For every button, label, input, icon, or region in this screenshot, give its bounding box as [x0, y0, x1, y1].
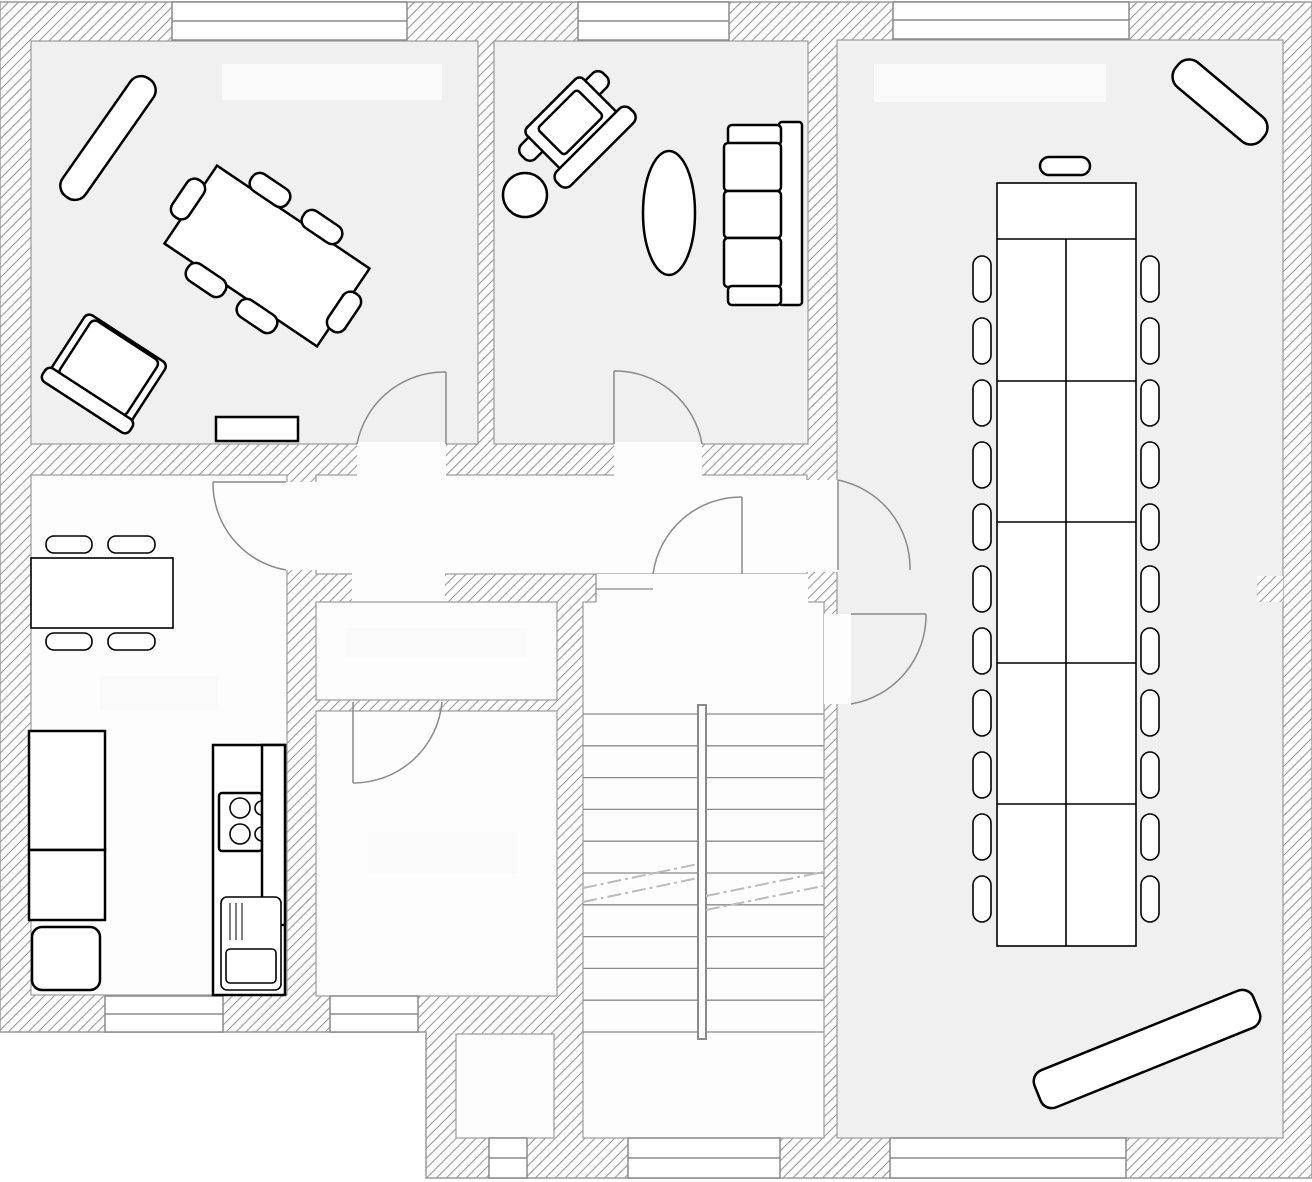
hall-top-cover [352, 568, 445, 578]
side-table [501, 171, 549, 219]
conference-chair [972, 379, 992, 427]
radiator [214, 415, 300, 443]
windows [104, 1, 1130, 1179]
conference-chair [972, 255, 992, 303]
armchair [40, 313, 167, 435]
west-passage [286, 482, 318, 570]
conference-chair [1140, 875, 1160, 923]
conference-chair [972, 441, 992, 489]
washing-machine [30, 925, 102, 992]
conference-chair [972, 503, 992, 551]
room-hallway [315, 474, 808, 575]
fridge [27, 729, 107, 852]
cabinet [27, 848, 107, 922]
living-room-furniture [501, 69, 804, 307]
room-storage [455, 1033, 555, 1139]
conference-notch [1257, 576, 1283, 602]
conference-chair [972, 689, 992, 737]
conference-chairs [972, 255, 1160, 923]
conference-chair [972, 751, 992, 799]
kitchen-table [30, 557, 174, 629]
kitchen-counter [211, 743, 287, 997]
coffee-table [641, 149, 697, 277]
conference-chair [1140, 379, 1160, 427]
conference-chair [1140, 503, 1160, 551]
stair-handrail [697, 704, 707, 1040]
conference-chair [1140, 813, 1160, 861]
conference-chair [972, 317, 992, 365]
sofa [722, 120, 804, 307]
conference-chair [972, 565, 992, 613]
kitchen-furniture [27, 535, 287, 997]
conference-chair [972, 875, 992, 923]
conference-table [996, 182, 1137, 947]
conference-chair [1140, 317, 1160, 365]
conference-chair [1140, 255, 1160, 303]
doors [212, 370, 927, 784]
conference-chair [1140, 565, 1160, 613]
conference-chair [1140, 751, 1160, 799]
east-door-opening [806, 480, 838, 572]
conference-lounge-bench [1032, 988, 1262, 1110]
conference-chair [1140, 689, 1160, 737]
conference-chair [972, 627, 992, 675]
conference-chair [1140, 441, 1160, 489]
east-door-opening-2 [824, 614, 851, 704]
conference-credenza [1171, 58, 1269, 146]
lounge-chair [517, 69, 637, 189]
dining-chairs [169, 171, 363, 335]
stair-break-line [582, 863, 824, 911]
conference-room-furniture [972, 58, 1269, 1110]
conference-chair [1140, 627, 1160, 675]
head-chair [1038, 155, 1092, 177]
dining-room-furniture [40, 74, 372, 443]
conference-chair [972, 813, 992, 861]
sideboard [59, 74, 157, 202]
